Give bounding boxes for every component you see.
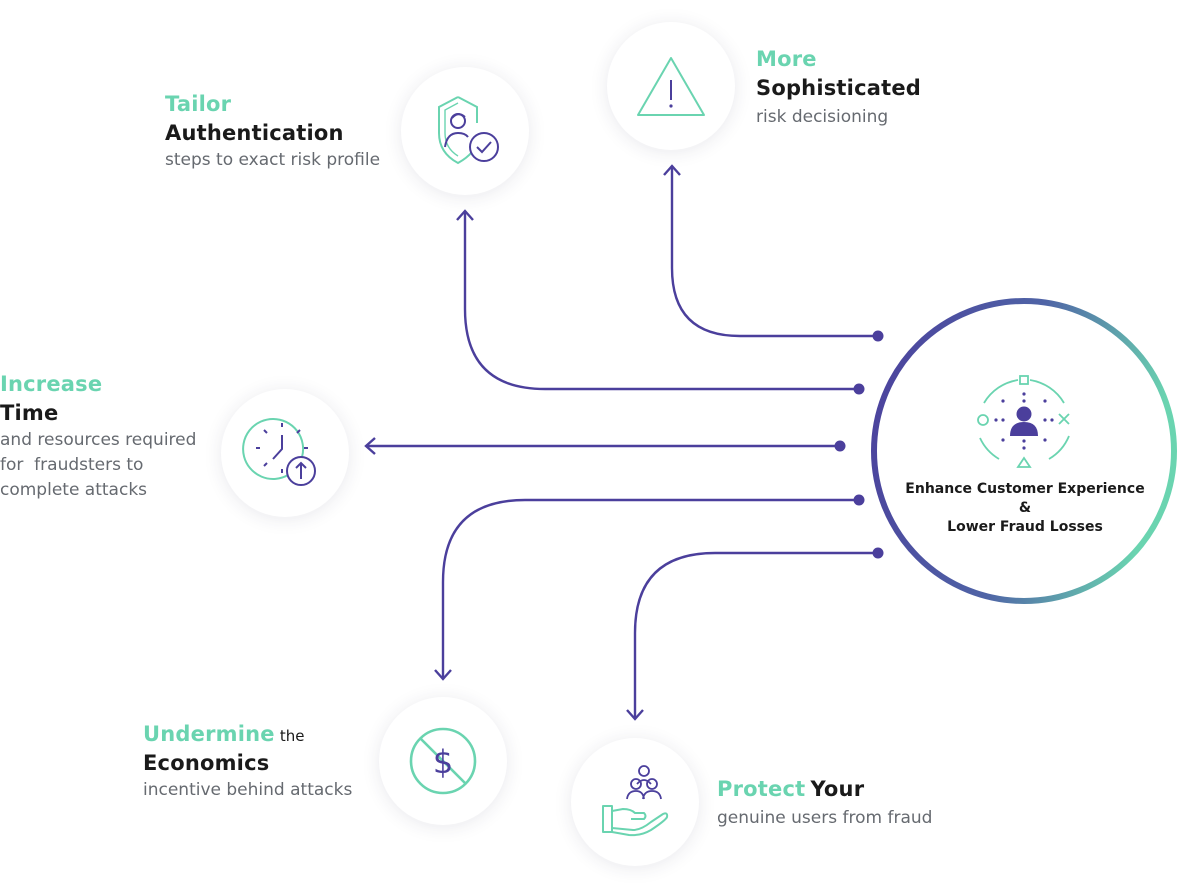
center-line-2: &	[1018, 500, 1032, 516]
sophisticated-icon-circle	[607, 22, 735, 150]
warning-triangle-icon	[637, 57, 705, 116]
time-accent: Increase	[0, 372, 103, 396]
user-target-icon	[977, 375, 1070, 468]
center-line-3: Lower Fraud Losses	[947, 519, 1103, 535]
center-line-1: Enhance Customer Experience	[905, 481, 1145, 497]
economics-accent-suffix: the	[279, 727, 305, 745]
connector-economics	[434, 498, 859, 681]
sophisticated-headline: Sophisticated	[756, 76, 922, 100]
time-headline: Time	[0, 401, 59, 425]
connector-dot-economics	[853, 494, 865, 506]
connector-time	[364, 437, 840, 455]
center-ring	[871, 298, 1177, 604]
center-label: Enhance Customer Experience & Lower Frau…	[895, 480, 1155, 537]
connector-protect	[626, 551, 878, 721]
time-label: Increase Time and resources required for…	[0, 370, 196, 503]
shield-user-check-icon	[438, 96, 499, 165]
sophisticated-label: More Sophisticated risk decisioning	[756, 45, 921, 130]
authentication-headline: Authentication	[165, 121, 344, 145]
protect-icon-circle	[571, 738, 699, 866]
protect-label: Protect Your genuine users from fraud	[717, 774, 932, 831]
economics-label: Undermine the Economics incentive behind…	[143, 720, 352, 803]
connector-dot-time	[834, 440, 846, 452]
sophisticated-accent: More	[756, 47, 817, 71]
economics-headline: Economics	[143, 751, 270, 775]
time-desc-line-2: for fraudsters to	[0, 455, 144, 475]
connector-dot-sophisticated	[872, 330, 884, 342]
time-desc-line-1: and resources required	[0, 430, 197, 450]
economics-accent: Undermine	[143, 722, 275, 746]
authentication-accent: Tailor	[165, 92, 232, 116]
connector-authentication	[456, 209, 859, 391]
connector-sophisticated	[663, 164, 878, 338]
connector-dot-protect	[872, 547, 884, 559]
protect-desc: genuine users from fraud	[717, 808, 933, 828]
authentication-label: Tailor Authentication steps to exact ris…	[165, 90, 380, 173]
economics-icon-circle: $	[379, 697, 507, 825]
time-desc-line-3: complete attacks	[0, 480, 148, 500]
economics-desc: incentive behind attacks	[143, 780, 353, 800]
hand-users-icon	[602, 765, 669, 837]
protect-headline-suffix: Your	[810, 777, 865, 801]
clock-up-arrow-icon	[242, 418, 316, 486]
authentication-icon-circle	[401, 67, 529, 195]
sophisticated-desc: risk decisioning	[756, 107, 889, 127]
time-icon-circle	[221, 389, 349, 517]
authentication-desc: steps to exact risk profile	[165, 150, 381, 170]
no-dollar-icon: $	[409, 727, 477, 795]
connector-dot-authentication	[853, 383, 865, 395]
protect-accent: Protect	[717, 777, 806, 801]
svg-text:$: $	[433, 743, 453, 781]
